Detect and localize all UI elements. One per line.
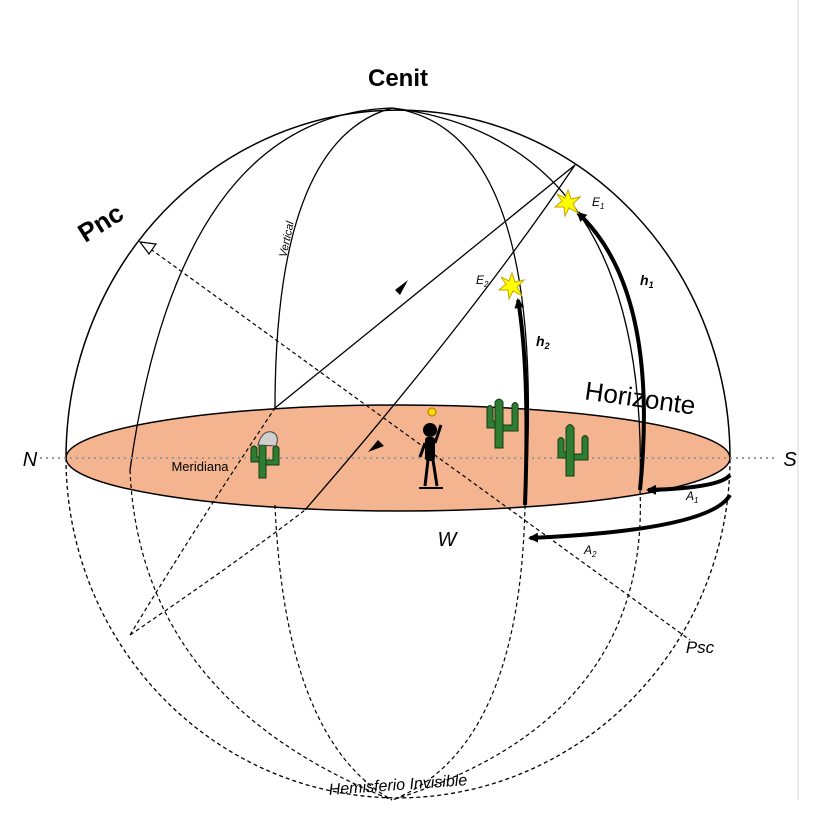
altitude-1-label: h1 <box>640 272 654 290</box>
star-1-label: E1 <box>592 195 604 211</box>
meridian-lower-3 <box>391 504 526 801</box>
diurnal-path-dashed-2 <box>129 407 276 636</box>
sphere-outline-upper <box>65 109 731 459</box>
meridian-arc-3 <box>391 107 530 506</box>
meridian-arc-1 <box>129 107 393 471</box>
star-2-label: E2 <box>476 273 489 289</box>
diurnal-path-dashed <box>129 509 306 636</box>
azimuth-arc-2 <box>528 493 732 543</box>
west-label: W <box>438 529 459 551</box>
page-edge-rule <box>797 0 799 800</box>
meridian-lower-1 <box>129 469 393 801</box>
south-pole-label: Psc <box>686 638 715 657</box>
azimuth-2-label: A2 <box>583 543 597 559</box>
cactus-icon-2 <box>557 424 589 477</box>
north-pole-label: Pnc <box>72 197 128 248</box>
horizon-plane <box>65 404 731 512</box>
cactus-icon <box>486 398 519 449</box>
path-arrow-1 <box>395 280 408 295</box>
lightbulb-icon <box>427 407 437 417</box>
diurnal-path-lower <box>304 164 576 511</box>
altitude-arc-2 <box>514 298 529 506</box>
meridian-arc-vertical <box>274 107 393 409</box>
meridian-lower-4 <box>391 489 641 801</box>
pole-arrow <box>138 241 158 256</box>
observer-icon <box>418 423 443 489</box>
azimuth-arc-1 <box>646 473 732 495</box>
meridian-lower-2 <box>274 504 393 801</box>
animal-icon <box>257 431 278 447</box>
south-label: S <box>783 449 797 471</box>
star-1-icon <box>553 188 582 218</box>
star-2-icon <box>497 271 526 301</box>
meridian-label: Meridiana <box>171 459 229 474</box>
north-label: N <box>23 449 38 471</box>
azimuth-1-label: A1 <box>685 489 698 505</box>
vertical-label: Vertical <box>277 220 296 259</box>
polar-axis <box>144 244 691 641</box>
altitude-arc-1 <box>576 211 646 491</box>
path-arrow-2 <box>368 440 384 452</box>
diurnal-path-upper <box>274 164 576 409</box>
zenith-label: Cenit <box>368 65 428 92</box>
horizon-label: Horizonte <box>583 375 697 420</box>
altitude-2-label: h2 <box>536 333 550 351</box>
